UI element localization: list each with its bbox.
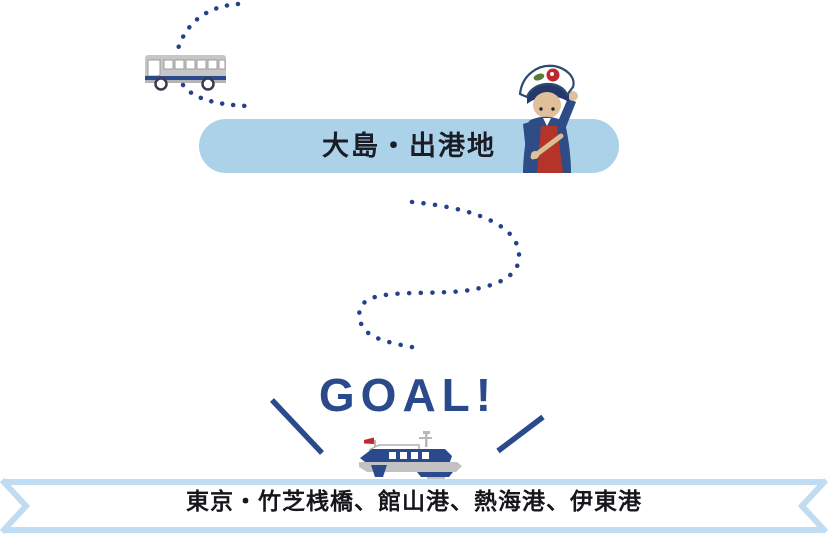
bus-icon	[145, 55, 226, 91]
goal-label: GOAL!	[318, 369, 498, 421]
dotted-route-arc-bottom	[180, 82, 251, 109]
oshima-anko-lady-icon	[518, 64, 578, 173]
dotted-route-s-curve	[357, 199, 522, 351]
destination-ribbon-banner	[0, 477, 828, 535]
dotted-route-arc-top	[174, 1, 241, 55]
ferry-ship-icon	[359, 431, 462, 481]
destinations-label: 東京・竹芝桟橋、館山港、熱海港、伊東港	[186, 488, 642, 514]
goal-emphasis-lines	[269, 398, 545, 455]
departure-label: 大島・出港地	[322, 130, 496, 161]
